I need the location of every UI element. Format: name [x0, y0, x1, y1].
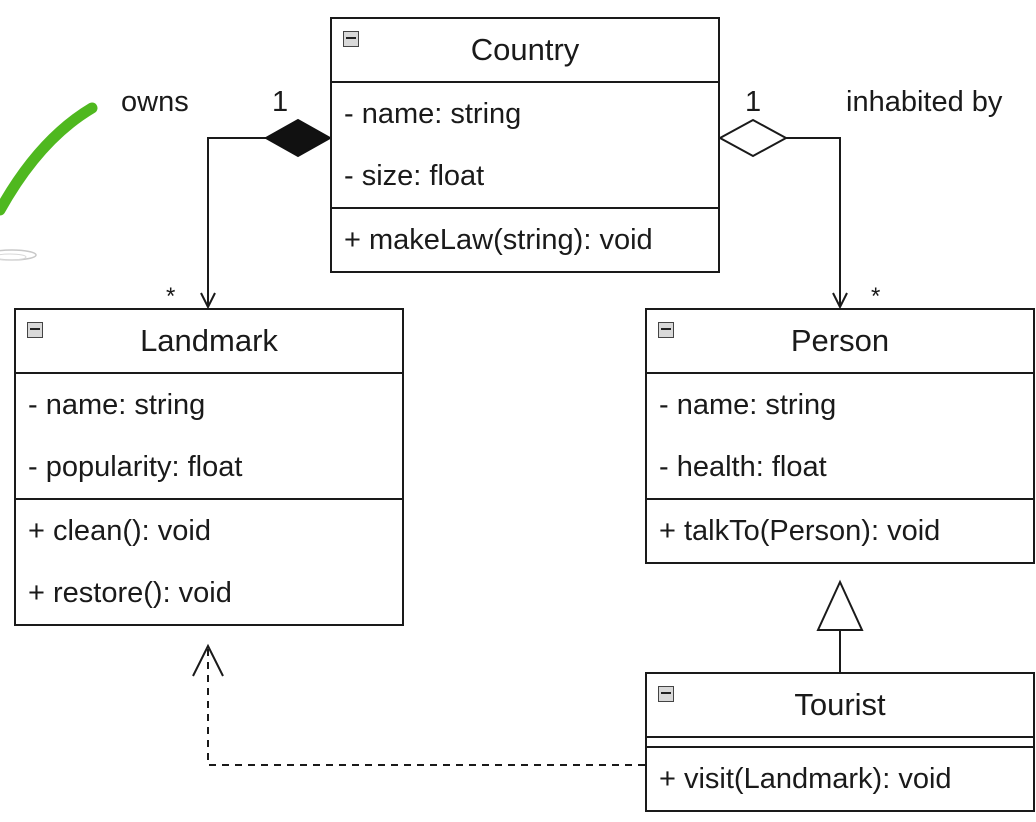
composition-diamond — [263, 118, 333, 158]
attribute[interactable]: - name: string — [344, 98, 522, 130]
aggregation-diamond — [717, 118, 789, 158]
operations-section: + visit(Landmark): void — [647, 748, 1033, 810]
collapse-icon[interactable] — [658, 686, 674, 702]
attributes-section: - name: string - size: float — [332, 83, 718, 209]
class-name: Tourist — [794, 687, 886, 722]
operation[interactable]: + clean(): void — [28, 515, 211, 547]
inhabited-by-source-multiplicity: 1 — [745, 86, 762, 118]
attribute[interactable]: - name: string — [28, 389, 206, 421]
generalization-edge[interactable] — [816, 579, 864, 672]
owns-target-multiplicity: * — [166, 283, 176, 310]
attributes-section: - name: string - popularity: float — [16, 374, 402, 500]
class-country[interactable]: Country - name: string - size: float + m… — [330, 17, 720, 273]
class-person[interactable]: Person - name: string - health: float + … — [645, 308, 1035, 564]
owns-label: owns — [121, 86, 189, 118]
operations-section: + makeLaw(string): void — [332, 209, 718, 271]
operations-section: + talkTo(Person): void — [647, 500, 1033, 562]
operation[interactable]: + talkTo(Person): void — [659, 515, 941, 547]
operation[interactable]: + visit(Landmark): void — [659, 763, 952, 795]
attribute[interactable]: - health: float — [659, 451, 827, 483]
class-header: Country — [332, 19, 718, 83]
attributes-section: - name: string - health: float — [647, 374, 1033, 500]
composition-owns-edge[interactable] — [200, 118, 333, 310]
operation[interactable]: + makeLaw(string): void — [344, 224, 653, 256]
owns-source-multiplicity: 1 — [272, 86, 289, 118]
aggregation-inhabited-by-edge[interactable] — [717, 118, 848, 310]
generalization-triangle — [816, 579, 864, 631]
class-header: Landmark — [16, 310, 402, 374]
class-name: Landmark — [140, 323, 278, 358]
class-tourist[interactable]: Tourist + visit(Landmark): void — [645, 672, 1035, 812]
class-header: Tourist — [647, 674, 1033, 738]
inhabited-by-target-multiplicity: * — [871, 283, 881, 310]
collapse-icon[interactable] — [343, 31, 359, 47]
collapse-icon[interactable] — [27, 322, 43, 338]
operations-section: + clean(): void + restore(): void — [16, 500, 402, 624]
class-landmark[interactable]: Landmark - name: string - popularity: fl… — [14, 308, 404, 626]
attribute[interactable]: - name: string — [659, 389, 837, 421]
class-name: Country — [470, 32, 580, 67]
dependency-edge[interactable] — [192, 643, 645, 766]
operation[interactable]: + restore(): void — [28, 577, 232, 609]
check-mark-icon — [0, 102, 98, 261]
attribute[interactable]: - size: float — [344, 160, 485, 192]
attributes-section — [647, 738, 1033, 748]
inhabited-by-label: inhabited by — [846, 86, 1003, 118]
class-name: Person — [790, 323, 890, 358]
collapse-icon[interactable] — [658, 322, 674, 338]
class-header: Person — [647, 310, 1033, 374]
dependency-arrowhead — [192, 643, 224, 677]
attribute[interactable]: - popularity: float — [28, 451, 243, 483]
